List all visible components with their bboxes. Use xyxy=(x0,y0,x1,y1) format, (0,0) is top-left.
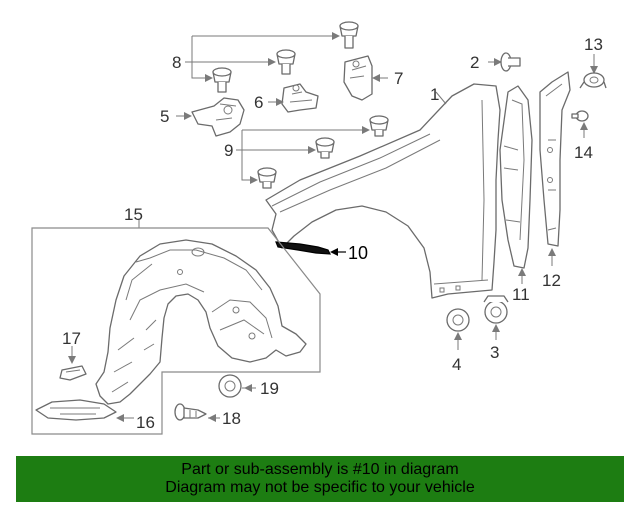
callout-3: 3 xyxy=(490,343,499,362)
callout-10: 10 xyxy=(348,243,368,263)
callout-5: 5 xyxy=(160,107,169,126)
callout-12: 12 xyxy=(542,271,561,290)
callout-9: 9 xyxy=(224,141,233,160)
callout-2: 2 xyxy=(470,53,479,72)
part-2-bolt xyxy=(488,52,521,72)
part-10-seal xyxy=(275,241,346,256)
part-1-fender xyxy=(265,83,501,299)
bolt-icon xyxy=(315,137,335,159)
bolt-icon xyxy=(276,49,296,75)
bolt-icon xyxy=(369,115,389,137)
bolt-icon xyxy=(339,21,359,49)
part-9-bolts xyxy=(236,115,389,189)
callout-7: 7 xyxy=(394,69,403,88)
part-8-bolts xyxy=(185,21,359,93)
callout-4: 4 xyxy=(452,355,461,374)
callout-18: 18 xyxy=(222,409,241,428)
callout-8: 8 xyxy=(172,53,181,72)
part-13-clip xyxy=(579,54,607,89)
bolt-icon xyxy=(212,67,232,93)
part-info-banner: Part or sub-assembly is #10 in diagram D… xyxy=(16,456,624,502)
callout-16: 16 xyxy=(136,413,155,432)
part-7-bracket xyxy=(343,55,388,101)
part-4-nut xyxy=(446,308,470,350)
part-18-push-clip xyxy=(174,403,220,422)
parts-diagram: 1 2 3 4 5 6 7 8 9 10 11 12 13 14 15 16 1… xyxy=(31,21,607,435)
bolt-icon xyxy=(257,167,277,189)
part-19-nut xyxy=(218,374,256,398)
callout-13: 13 xyxy=(584,35,603,54)
callout-14: 14 xyxy=(574,143,593,162)
part-15-inner-liner-box xyxy=(31,220,321,435)
callout-11: 11 xyxy=(512,285,530,304)
banner-line-1: Part or sub-assembly is #10 in diagram xyxy=(181,461,459,478)
part-12-strip xyxy=(539,71,571,266)
callout-17: 17 xyxy=(62,329,81,348)
callout-19: 19 xyxy=(260,379,279,398)
callout-1: 1 xyxy=(430,85,439,104)
part-11-bracket xyxy=(499,85,533,284)
part-16-shield xyxy=(35,399,134,422)
part-17-clip xyxy=(59,346,87,381)
banner-line-2: Diagram may not be specific to your vehi… xyxy=(165,479,475,496)
part-3-bolt xyxy=(483,295,509,340)
part-14-screw xyxy=(571,110,589,138)
callout-6: 6 xyxy=(254,93,263,112)
part-6-bracket xyxy=(268,83,319,113)
part-5-bracket xyxy=(176,97,245,137)
callout-15: 15 xyxy=(124,205,143,224)
